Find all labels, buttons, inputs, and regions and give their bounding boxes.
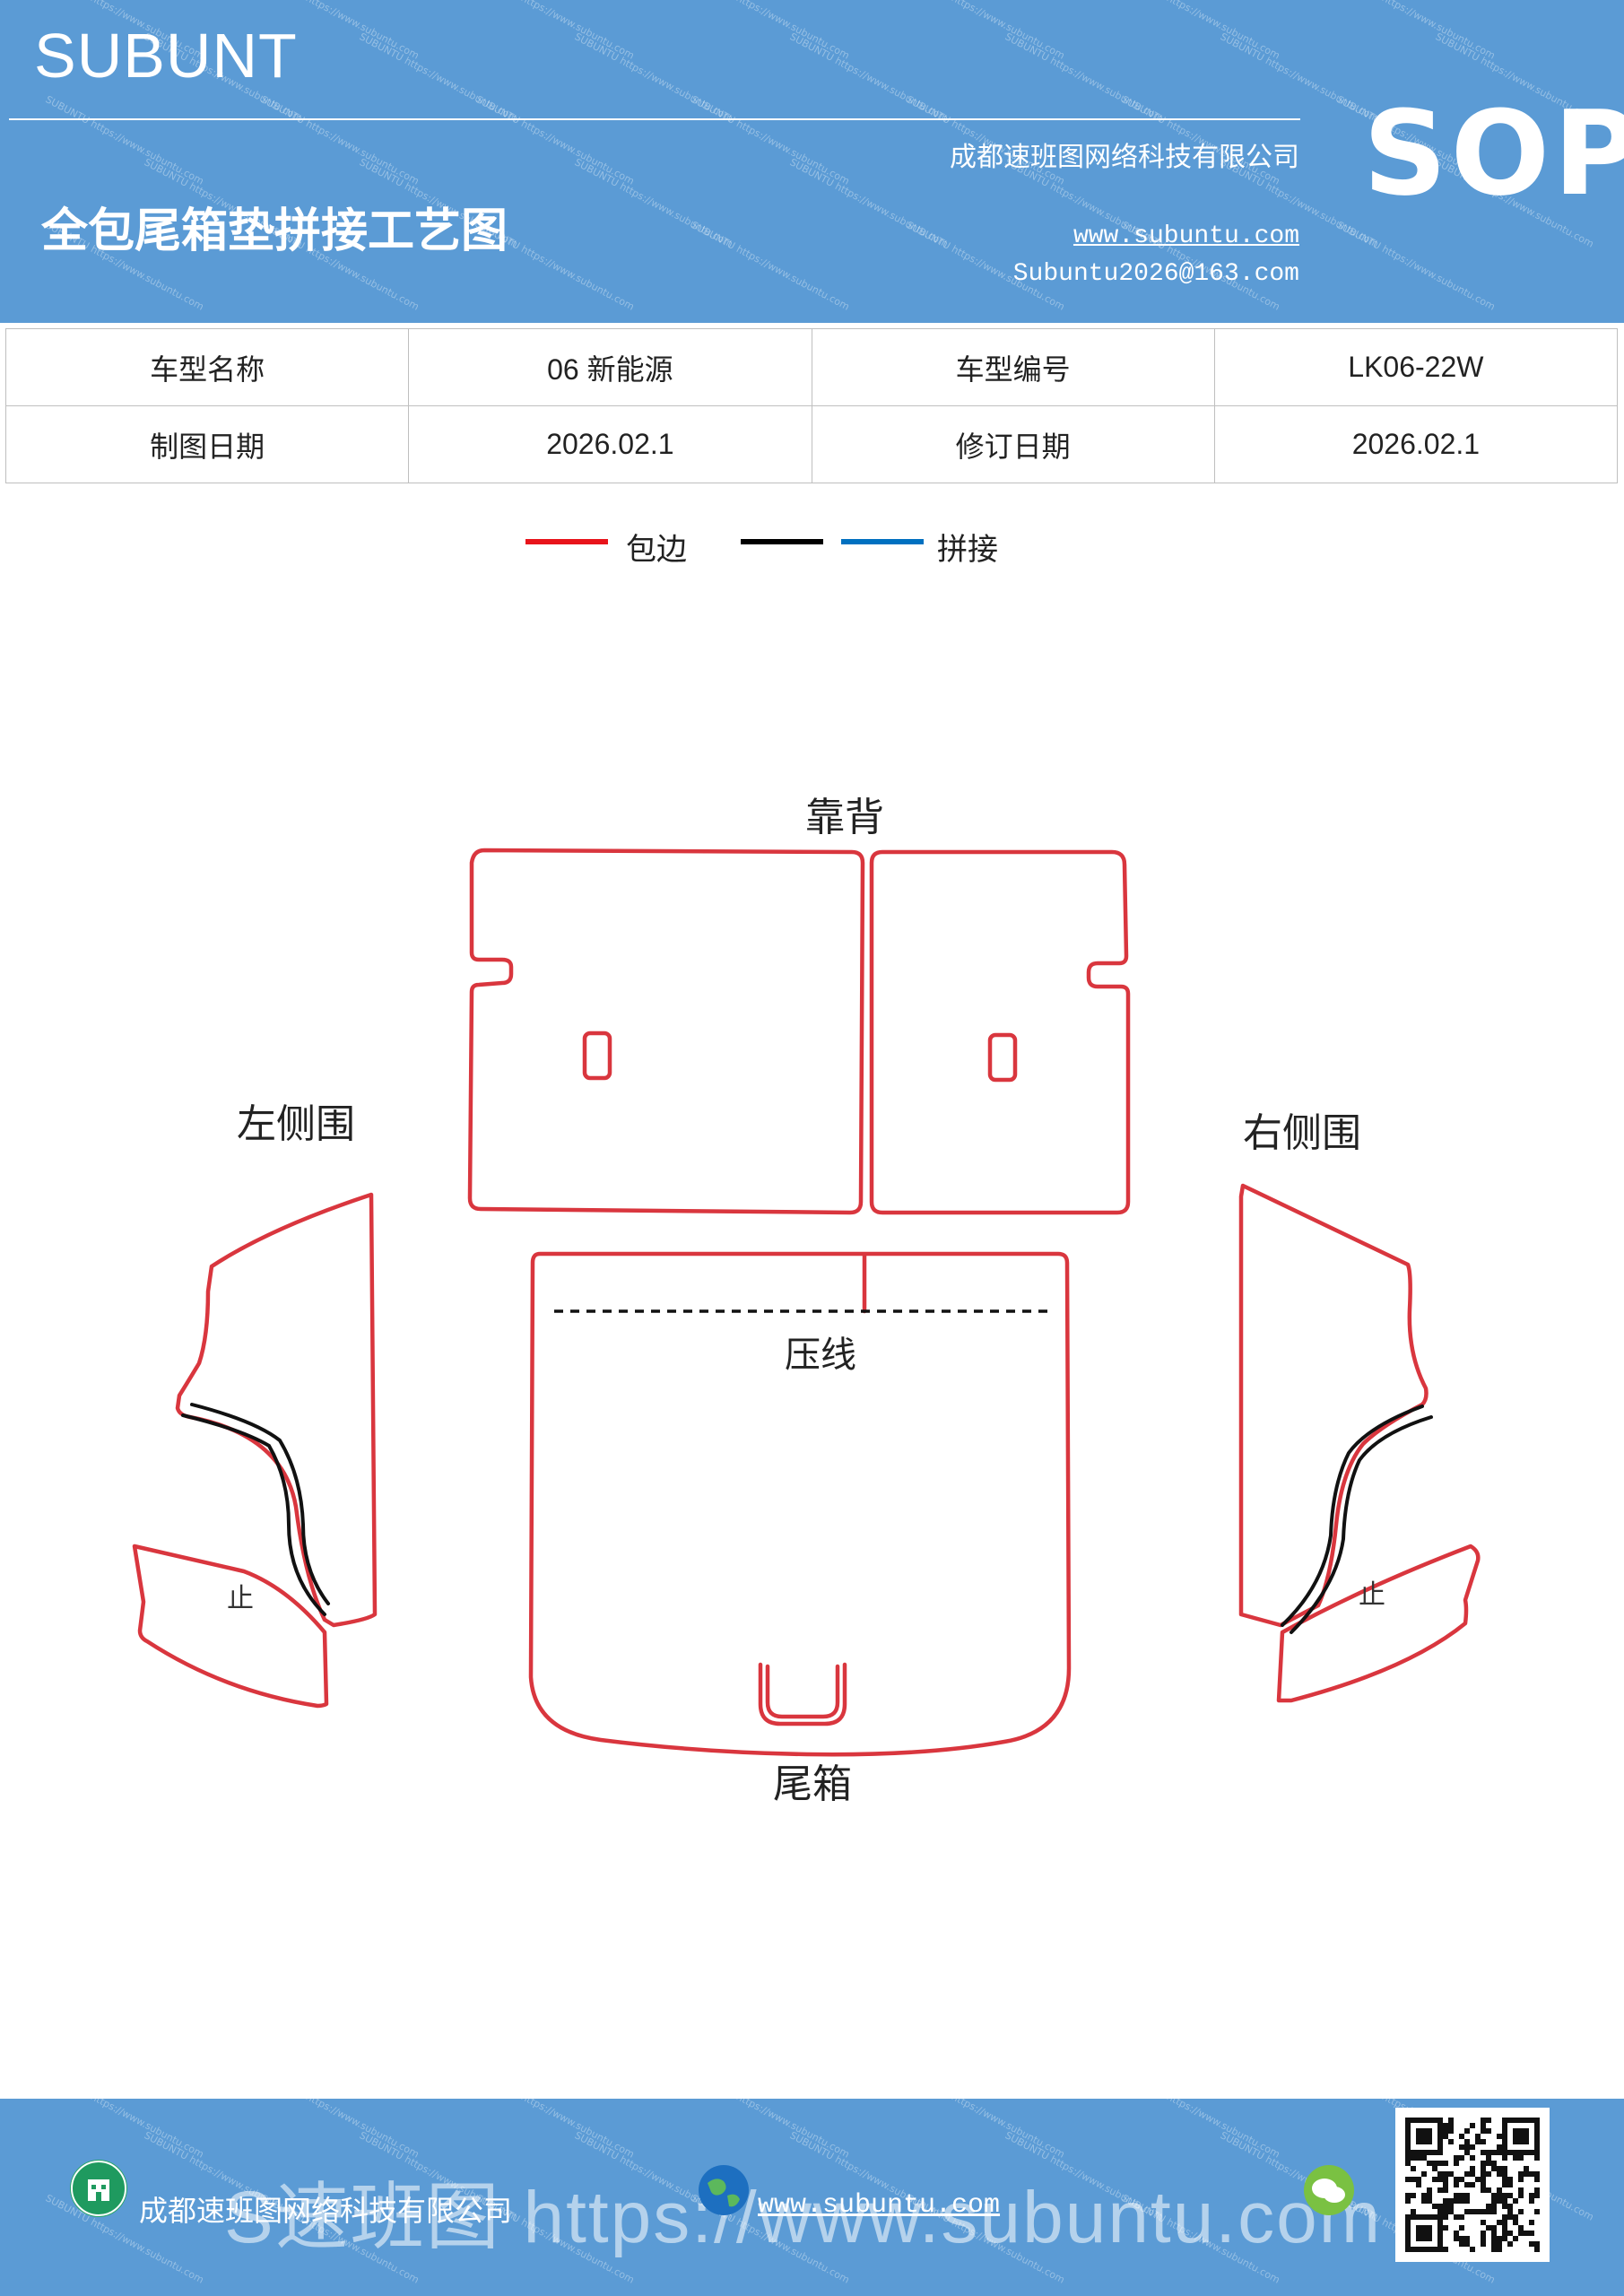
left-stop-mark: 止 (227, 1583, 254, 1614)
legend-label-binding: 包边 (626, 532, 687, 568)
wechat-icon (1300, 2161, 1358, 2219)
right-side-lower-panel (1276, 1544, 1481, 1703)
company-name: 成都速班图网络科技有限公司 (950, 142, 1299, 173)
footer-company-name: 成都速班图网络科技有限公司 (139, 2194, 513, 2228)
document-title: 全包尾箱垫拼接工艺图 (41, 204, 508, 258)
right-stop-mark: 止 (1359, 1579, 1385, 1611)
model-name-value: 06 新能源 (408, 328, 812, 406)
table-row: 制图日期 2026.02.1 修订日期 2026.02.1 (4, 405, 1619, 483)
revision-date-label: 修订日期 (811, 405, 1215, 483)
footer-website-link[interactable]: www.subuntu.com (758, 2190, 1001, 2221)
draw-date-value: 2026.02.1 (408, 405, 812, 483)
right-seam-outer (1281, 1405, 1424, 1627)
legend-swatch-splice (841, 539, 924, 544)
trunk-floor-u-cutout (758, 1662, 847, 1726)
trunk-floor-u-cutout-inner (765, 1664, 840, 1719)
table-row: 车型名称 06 新能源 车型编号 LK06-22W (4, 328, 1619, 406)
model-name-label: 车型名称 (4, 328, 410, 406)
backrest-left-panel (467, 848, 865, 1215)
legend: 包边 拼接 (0, 525, 1624, 570)
vehicle-info-table: 车型名称 06 新能源 车型编号 LK06-22W 制图日期 2026.02.1… (4, 328, 1619, 483)
backrest-left-slot (582, 1031, 612, 1081)
right-seam-inner (1290, 1415, 1433, 1634)
draw-date-label: 制图日期 (4, 405, 410, 483)
left-side-upper-panel (175, 1192, 378, 1628)
backrest-label: 靠背 (805, 795, 884, 840)
sop-badge: SOP (1363, 85, 1624, 222)
backrest-right-slot (987, 1032, 1018, 1083)
left-seam-inner (190, 1403, 330, 1605)
left-side-label: 左侧围 (237, 1101, 355, 1147)
legend-swatch-black (741, 539, 823, 544)
model-code-value: LK06-22W (1213, 328, 1619, 406)
footer-ghost-text: S速班图 https://www.subuntu.com (224, 2177, 1383, 2258)
revision-date-value: 2026.02.1 (1213, 405, 1619, 483)
brand-logo-text: SUBUNT (34, 21, 298, 91)
qr-code-icon (1395, 2108, 1550, 2262)
right-side-upper-panel (1238, 1183, 1429, 1628)
globe-icon (695, 2161, 752, 2219)
legend-swatch-binding (525, 539, 608, 544)
email-address[interactable]: Subuntu2026@163.com (1012, 260, 1299, 288)
building-icon (70, 2160, 127, 2217)
left-seam-outer (181, 1413, 326, 1616)
left-side-lower-panel (132, 1544, 329, 1709)
trunk-floor-panel (528, 1251, 1072, 1757)
backrest-right-panel (869, 849, 1131, 1215)
right-side-label: 右侧围 (1243, 1110, 1361, 1156)
website-link[interactable]: www.subuntu.com (1073, 222, 1299, 250)
model-code-label: 车型编号 (811, 328, 1215, 406)
header-divider (9, 118, 1300, 120)
legend-label-splice: 拼接 (937, 532, 998, 568)
press-line-label: 压线 (785, 1335, 856, 1376)
trunk-label: 尾箱 (773, 1761, 852, 1807)
